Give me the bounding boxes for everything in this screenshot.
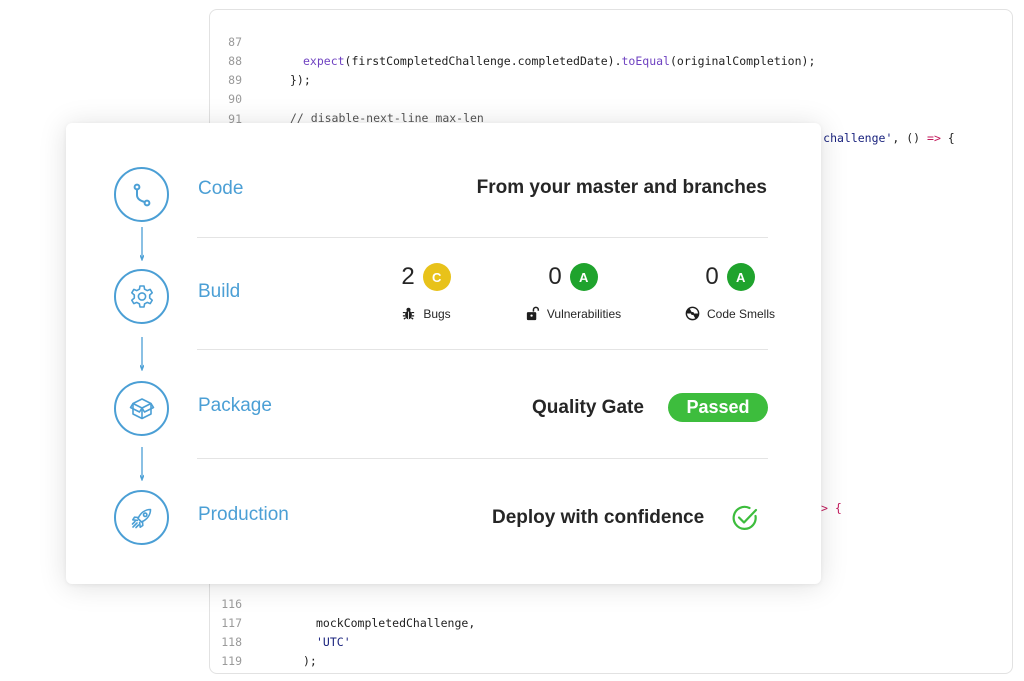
- bugs-rating-badge[interactable]: C: [422, 263, 451, 291]
- code-line: > {: [210, 480, 1012, 515]
- quality-gate-status-badge[interactable]: Passed: [668, 393, 768, 422]
- code-token: toEqual: [621, 54, 670, 68]
- code-text: > {: [821, 499, 842, 518]
- step-label-package: Package: [198, 395, 272, 416]
- bug-icon: [401, 306, 416, 321]
- code-text: expect(updateData).toHaveProperty('$push…: [303, 671, 601, 674]
- code-token: 'UTC': [316, 635, 351, 649]
- code-smells-label: Code Smells: [706, 306, 776, 321]
- box-icon: [129, 397, 154, 419]
- code-line: 119 expect(updateData).toHaveProperty('$…: [210, 633, 1012, 668]
- code-line: 117 'UTC': [210, 595, 1012, 649]
- code-line: 90 // disable-next-line max-len: [210, 71, 1012, 125]
- code-text: 'UTC': [316, 633, 351, 652]
- metric-code-smells: 0 A Code Smells: [660, 261, 800, 331]
- arrow-down-icon: [140, 337, 144, 371]
- gear-icon: [130, 284, 153, 308]
- step-production-circle: [114, 490, 169, 545]
- metric-bugs: 2 C Bugs: [356, 261, 496, 331]
- code-token: , (): [892, 131, 928, 145]
- divider: [197, 349, 768, 350]
- code-text: expect(firstCompletedChallenge.completed…: [303, 52, 815, 71]
- bugs-count: 2: [401, 263, 415, 290]
- code-summary: From your master and branches: [476, 177, 767, 198]
- divider: [197, 237, 768, 238]
- line-number: 87: [228, 35, 242, 49]
- code-line: 87 expect(firstCompletedChallenge.comple…: [210, 14, 1012, 68]
- code-token: (: [532, 673, 539, 674]
- code-token: toHaveProperty: [435, 673, 532, 674]
- line-number: 89: [228, 73, 242, 87]
- code-token: '$push': [538, 673, 586, 674]
- line-number: 118: [221, 635, 242, 649]
- radiation-icon: [685, 306, 700, 321]
- step-package-circle: [114, 381, 169, 436]
- code-line: 88 });: [210, 33, 1012, 87]
- code-line: 118 );: [210, 614, 1012, 668]
- code-token: > {: [821, 501, 842, 515]
- line-number: 88: [228, 54, 242, 68]
- line-number: 116: [221, 597, 242, 611]
- code-text: );: [303, 652, 317, 671]
- quality-gate-label: Quality Gate: [532, 397, 644, 418]
- bugs-label: Bugs: [423, 306, 451, 321]
- code-token: });: [290, 73, 311, 87]
- line-number: 119: [221, 654, 242, 668]
- code-line: 91 it('does not attempt to update progre…: [210, 91, 1012, 145]
- deploy-label: Deploy with confidence: [492, 507, 705, 528]
- code-line: 120 expect(updateData.$push).toHavePrope…: [210, 652, 1012, 671]
- unlock-icon: [525, 306, 540, 321]
- check-circle-icon: [730, 503, 760, 533]
- step-label-production: Production: [198, 504, 289, 525]
- code-token: );: [303, 654, 317, 668]
- code-smells-count: 0: [705, 263, 719, 290]
- code-smells-rating-badge[interactable]: A: [726, 263, 755, 291]
- divider: [197, 458, 768, 459]
- vulnerabilities-count: 0: [548, 263, 562, 290]
- metric-vulnerabilities: 0 A Vulnerabilities: [503, 261, 643, 331]
- line-number: 91: [228, 112, 242, 126]
- line-number: 120: [210, 671, 242, 673]
- code-text: mockCompletedChallenge,: [316, 614, 475, 633]
- line-number: 117: [221, 616, 242, 630]
- arrow-down-icon: [140, 227, 144, 261]
- vulnerabilities-label: Vulnerabilities: [546, 306, 622, 321]
- code-line: 89: [210, 52, 1012, 87]
- pipeline-card: Code From your master and branches Build…: [66, 123, 821, 584]
- code-token: (originalCompletion);: [669, 54, 816, 68]
- code-token: mockCompletedChallenge,: [316, 616, 476, 630]
- branch-icon: [133, 183, 150, 206]
- step-label-code: Code: [198, 178, 244, 199]
- vulnerabilities-rating-badge[interactable]: A: [569, 263, 598, 291]
- code-token: {: [940, 131, 955, 145]
- code-token: expect: [303, 54, 345, 68]
- code-token: );: [587, 673, 601, 674]
- code-text: });: [290, 71, 311, 90]
- step-label-build: Build: [198, 281, 241, 302]
- step-build-circle: [114, 269, 169, 324]
- code-token: expect: [303, 673, 345, 674]
- step-code-circle: [114, 167, 169, 222]
- code-text: // disable-next-line max-len: [290, 109, 484, 128]
- arrow-down-icon: [140, 447, 144, 481]
- line-number: 90: [228, 92, 242, 106]
- code-line: 116 mockCompletedChallenge,: [210, 576, 1012, 630]
- code-token: (firstCompletedChallenge.completedDate).: [344, 54, 622, 68]
- rocket-icon: [131, 508, 151, 528]
- code-token: =>: [927, 131, 941, 145]
- code-token: // disable-next-line max-len: [290, 111, 484, 125]
- code-token: (updateData).: [345, 673, 435, 674]
